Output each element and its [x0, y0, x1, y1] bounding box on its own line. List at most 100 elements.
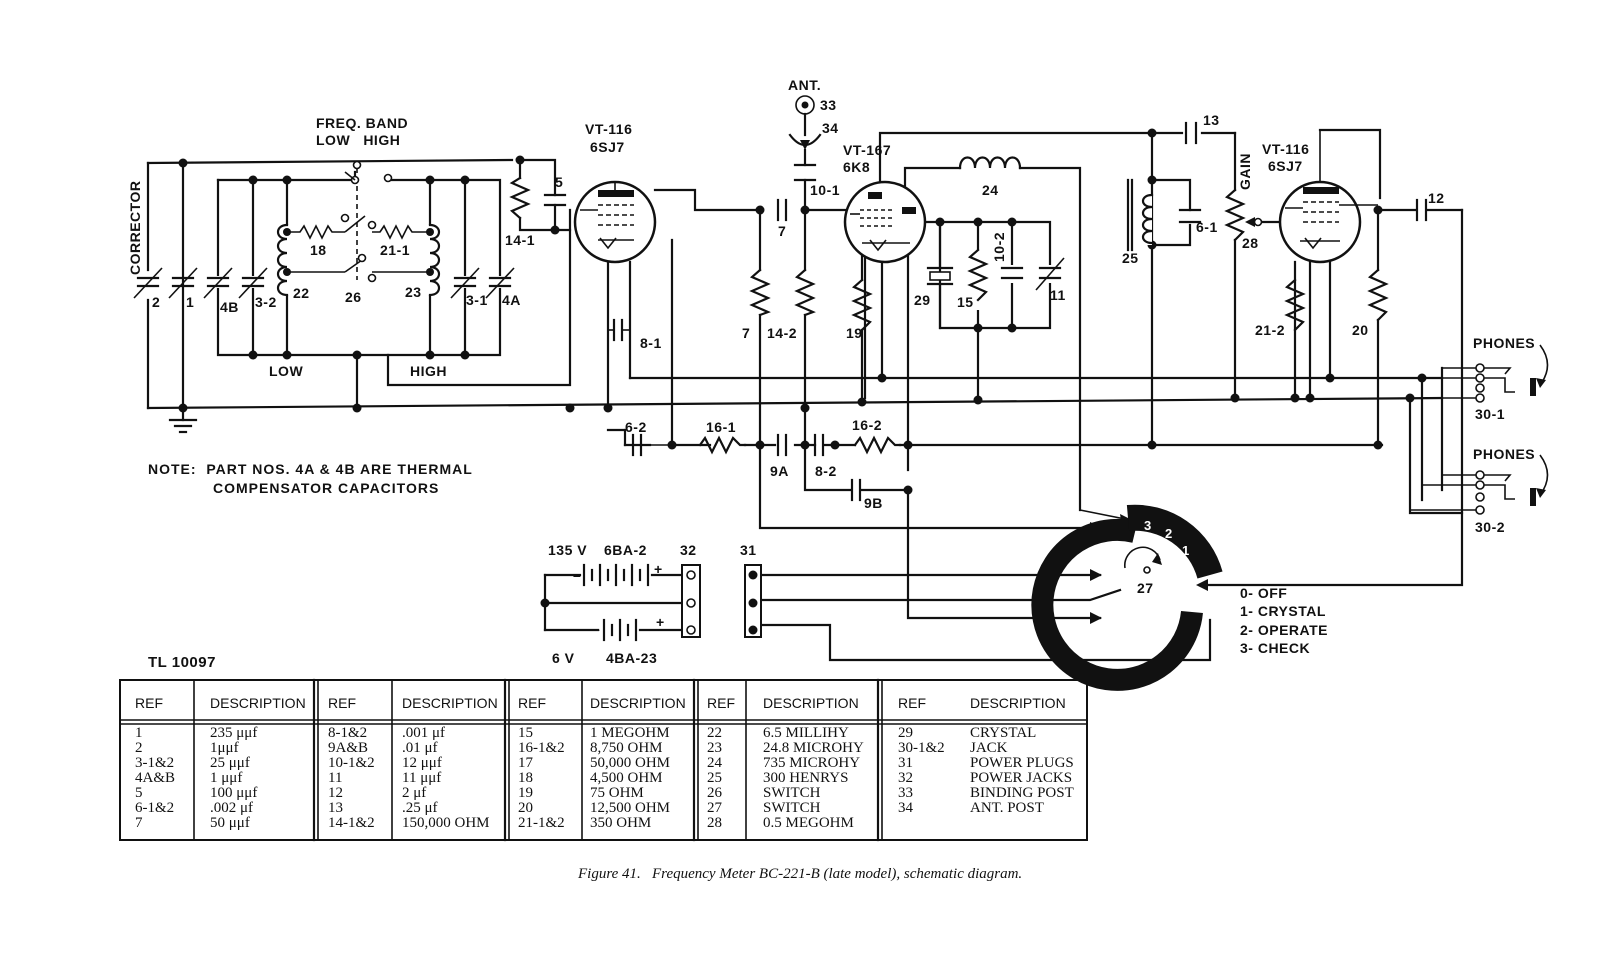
table-cell-ref: 15 — [518, 725, 533, 741]
ref-34: 34 — [822, 120, 839, 136]
table-cell-ref: 14-1&2 — [328, 815, 375, 831]
table-cell-description: SWITCH — [763, 785, 821, 801]
coil-23 — [421, 223, 441, 297]
table-cell-ref: 30-1&2 — [898, 740, 945, 756]
switch-pos-3: 3 — [1144, 518, 1151, 533]
ref-9b: 9B — [864, 495, 883, 511]
resistor-15 — [967, 248, 989, 310]
figure-caption: Figure 41. Frequency Meter BC-221-B (lat… — [577, 866, 1022, 882]
phones-jack-30-1 — [1422, 344, 1549, 403]
table-cell-ref: 34 — [898, 800, 914, 816]
ground-symbol — [168, 418, 198, 434]
battery-135v-minus: – — [573, 567, 581, 583]
table-cell-description: .001 μf — [402, 725, 445, 741]
capacitor-11 — [1035, 257, 1065, 291]
gain-potentiometer-28 — [1224, 188, 1263, 242]
ref-21-1: 21-1 — [380, 242, 410, 258]
capacitor-5 — [543, 193, 567, 207]
low-bank-label: LOW — [269, 363, 303, 379]
table-cell-ref: 5 — [135, 785, 143, 801]
ref-5: 5 — [555, 174, 563, 190]
capacitor-13 — [1184, 121, 1198, 145]
table-cell-description: SWITCH — [763, 800, 821, 816]
capacitor-12 — [1415, 198, 1428, 222]
freq-band-low-high: LOW HIGH — [316, 132, 400, 148]
ref-30-1: 30-1 — [1475, 406, 1505, 422]
capacitor-3-1 — [450, 267, 480, 299]
table-cell-ref: 26 — [707, 785, 723, 801]
tube-v3-model: 6SJ7 — [1268, 158, 1303, 174]
table-cell-ref: 2 — [135, 740, 143, 756]
table-cell-description: 300 HENRYS — [763, 770, 848, 786]
table-header-ref: REF — [135, 695, 163, 711]
table-cell-description: 4,500 OHM — [590, 770, 663, 786]
capacitor-4b — [203, 267, 233, 299]
table-cell-ref: 28 — [707, 815, 722, 831]
ref-25: 25 — [1122, 250, 1139, 266]
ref-30-2: 30-2 — [1475, 519, 1505, 535]
table-cell-ref: 27 — [707, 800, 723, 816]
table-cell-description: .002 μf — [210, 800, 253, 816]
battery-6v-label: 6 V — [552, 650, 575, 666]
table-cell-ref: 9A&B — [328, 740, 368, 756]
table-cell-ref: 20 — [518, 800, 533, 816]
ref-19: 19 — [846, 325, 863, 341]
table-cell-ref: 3-1&2 — [135, 755, 174, 771]
ref-4a: 4A — [502, 292, 521, 308]
switch-pos-0: 0 — [1188, 566, 1195, 581]
table-cell-ref: 17 — [518, 755, 534, 771]
ref-21-2: 21-2 — [1255, 322, 1285, 338]
table-header-ref: REF — [707, 695, 735, 711]
table-cell-ref: 7 — [135, 815, 143, 831]
resistor-21-1 — [372, 224, 434, 240]
ref-14-2: 14-2 — [767, 325, 797, 341]
table-header-ref: REF — [898, 695, 926, 711]
power-plug-31 — [744, 564, 762, 638]
phones-jack-30-2 — [1410, 454, 1549, 515]
ref-7-res: 7 — [742, 325, 750, 341]
switch-legend-1: 1- CRYSTAL — [1240, 603, 1326, 619]
table-cell-ref: 18 — [518, 770, 533, 786]
resistor-21-2 — [1284, 278, 1306, 332]
battery-6v-minus: – — [592, 621, 600, 637]
table-cell-description: POWER JACKS — [970, 770, 1072, 786]
ref-23: 23 — [405, 284, 422, 300]
note-line-2: COMPENSATOR CAPACITORS — [213, 480, 439, 496]
tube-v2-model: 6K8 — [843, 159, 870, 175]
resistor-14-1 — [509, 176, 531, 220]
table-header-description: DESCRIPTION — [402, 695, 498, 711]
ref-26: 26 — [345, 289, 362, 305]
high-bank-label: HIGH — [410, 363, 447, 379]
ref-6-2: 6-2 — [625, 419, 647, 435]
ref-16-2: 16-2 — [852, 417, 882, 433]
tube-vt-167 — [843, 180, 927, 264]
table-cell-description: POWER PLUGS — [970, 755, 1074, 771]
ref-27: 27 — [1137, 580, 1154, 596]
capacitor-9b — [850, 478, 862, 502]
table-cell-description: 6.5 MILLIHY — [763, 725, 849, 741]
tube-v1-model: 6SJ7 — [590, 139, 625, 155]
ref-11: 11 — [1050, 287, 1066, 303]
battery-135v-label: 135 V — [548, 542, 587, 558]
table-cell-ref: 22 — [707, 725, 722, 741]
table-cell-description: 350 OHM — [590, 815, 651, 831]
ref-32-jack: 32 — [680, 542, 697, 558]
table-cell-description: 100 μμf — [210, 785, 257, 801]
freq-band-label: FREQ. BAND — [316, 115, 408, 131]
schematic-labels: CORRECTOR FREQ. BAND LOW HIGH LOW HIGH A… — [127, 77, 1535, 671]
battery-6v — [602, 618, 638, 642]
table-cell-description: BINDING POST — [970, 785, 1074, 801]
switch-legend-0: 0- OFF — [1240, 585, 1287, 601]
ref-15: 15 — [957, 294, 974, 310]
resistor-14-2 — [794, 268, 816, 317]
tube-vt-116-right — [1278, 130, 1378, 264]
capacitor-9a — [776, 433, 788, 457]
table-cell-description: 24.8 MICROHY — [763, 740, 864, 756]
table-header-description: DESCRIPTION — [590, 695, 686, 711]
table-cell-ref: 23 — [707, 740, 722, 756]
ref-9a: 9A — [770, 463, 789, 479]
ref-2: 2 — [152, 294, 160, 310]
table-cell-ref: 6-1&2 — [135, 800, 174, 816]
gain-label: GAIN — [1237, 153, 1253, 190]
table-cell-description: .25 μf — [402, 800, 438, 816]
